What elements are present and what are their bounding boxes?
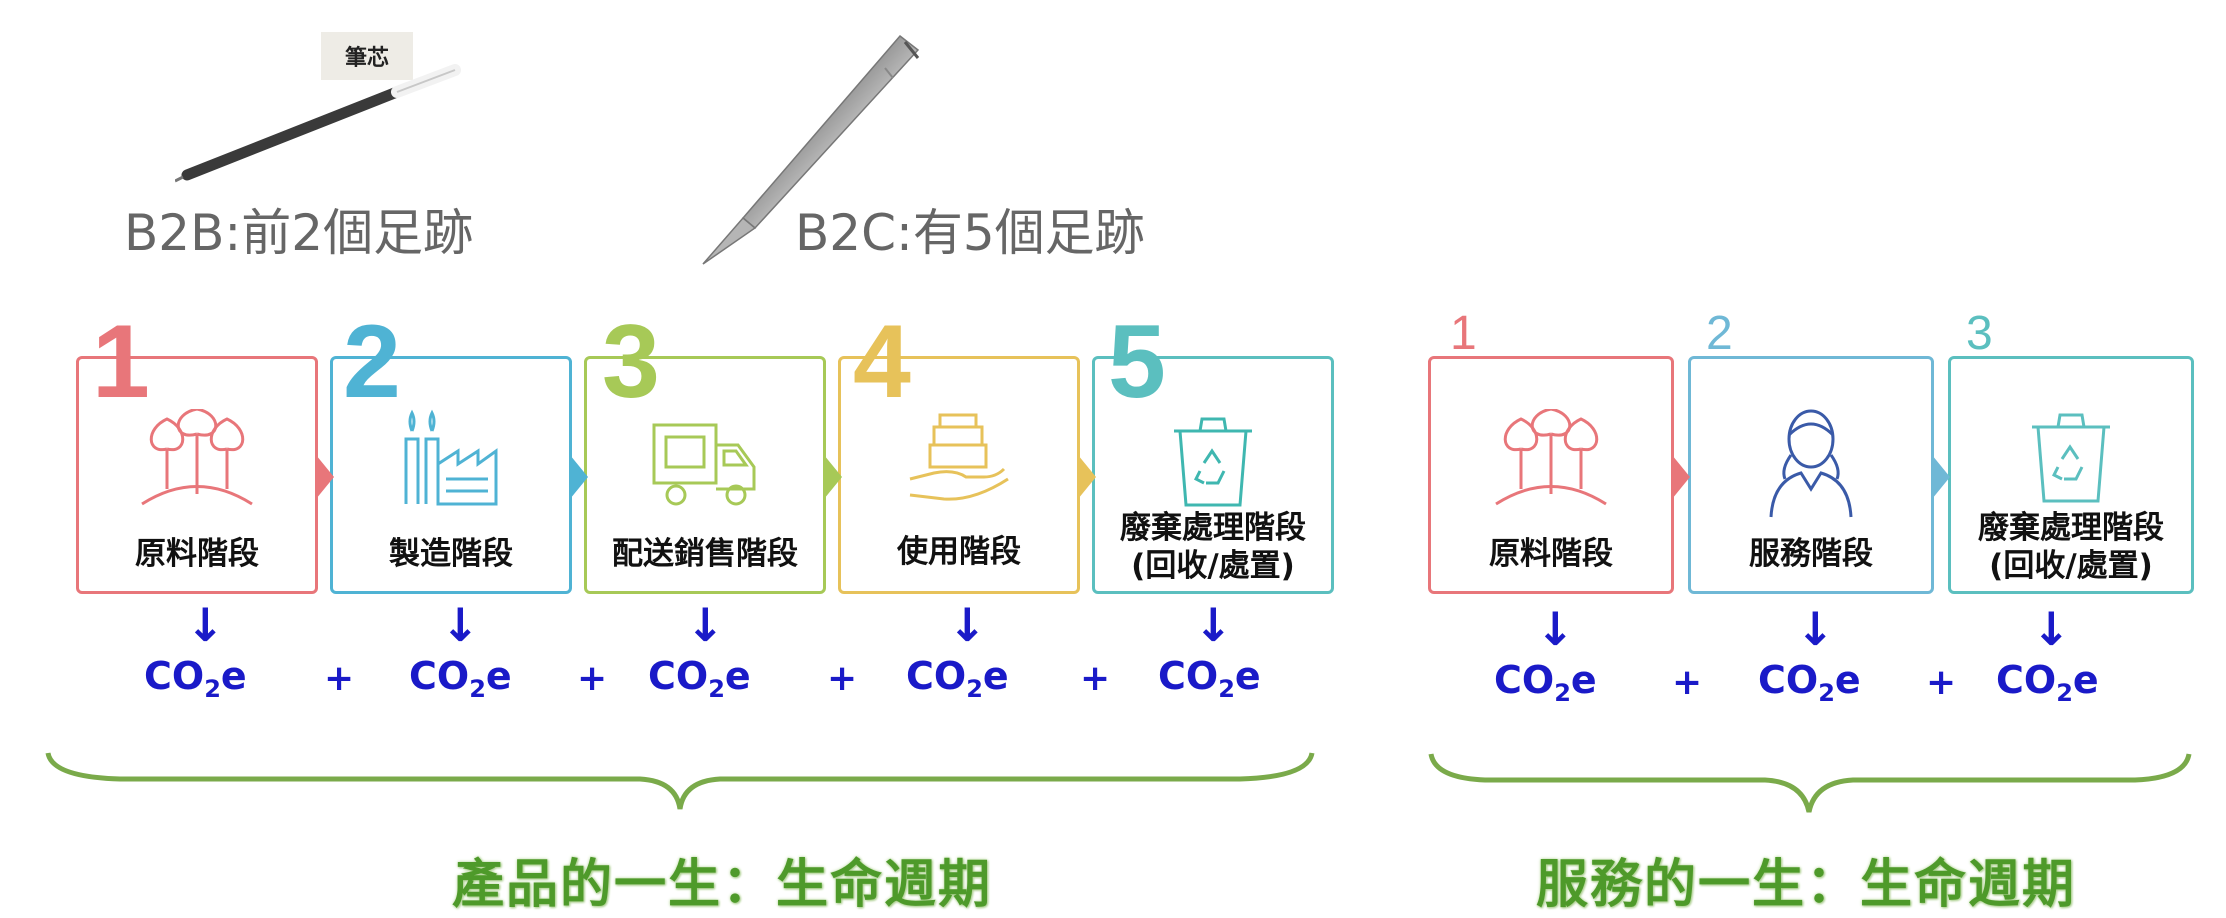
down-arrow-icon: ↓ <box>186 598 225 652</box>
service-person-icon <box>1769 409 1853 518</box>
stage-number: 3 <box>1966 307 1993 360</box>
product-lifecycle-title: 產品的一生：生命週期 <box>452 855 993 915</box>
refill-label: 筆芯 <box>321 32 413 80</box>
stage-label: 廢棄處理階段 <box>1120 510 1306 546</box>
stage-label: 製造階段 <box>389 536 513 572</box>
plus-sign: + <box>1080 658 1111 699</box>
trees-icon <box>141 409 253 506</box>
chevron-right-icon <box>1932 455 1950 499</box>
chevron-right-icon <box>824 455 842 499</box>
co2e-term: CO2e <box>1758 658 1861 707</box>
stage-label: 廢棄處理階段 <box>1978 510 2164 546</box>
stage-label: 服務階段 <box>1749 536 1873 572</box>
co2e-term: CO2e <box>1494 658 1597 707</box>
product-brace <box>45 752 1315 810</box>
stage-number: 1 <box>92 304 150 420</box>
stage-number: 5 <box>1108 304 1166 420</box>
stage-number: 2 <box>343 304 401 420</box>
stage-sublabel: (回收/處置) <box>1131 548 1295 584</box>
down-arrow-icon: ↓ <box>2032 602 2071 656</box>
stage-number: 1 <box>1450 307 1477 360</box>
co2e-term: CO2e <box>648 654 751 703</box>
co2e-term: CO2e <box>1996 658 2099 707</box>
service-stage-3: 廢棄處理階段 (回收/處置) <box>1948 356 2194 594</box>
co2e-term: CO2e <box>906 654 1009 703</box>
stage-label: 使用階段 <box>897 534 1021 570</box>
pen-refill-illustration <box>175 64 461 183</box>
plus-sign: + <box>827 658 858 699</box>
trees-icon <box>1495 409 1607 506</box>
down-arrow-icon: ↓ <box>686 598 725 652</box>
chevron-right-icon <box>1078 455 1096 499</box>
ballpoint-pen-illustration <box>702 34 920 265</box>
service-brace <box>1428 753 2192 813</box>
hand-product-icon <box>909 413 1009 501</box>
stage-label: 原料階段 <box>135 536 259 572</box>
product-stage-5: 廢棄處理階段 (回收/處置) <box>1092 356 1334 594</box>
plus-sign: + <box>577 658 608 699</box>
plus-sign: + <box>1926 662 1957 703</box>
service-stage-1: 原料階段 <box>1428 356 1674 594</box>
chevron-right-icon <box>1672 455 1690 499</box>
stage-label: 配送銷售階段 <box>612 536 798 572</box>
truck-icon <box>652 423 756 506</box>
chevron-right-icon <box>570 455 588 499</box>
plus-sign: + <box>324 658 355 699</box>
stage-number: 3 <box>602 304 660 420</box>
stage-number: 2 <box>1706 307 1733 360</box>
plus-sign: + <box>1672 662 1703 703</box>
co2e-term: CO2e <box>144 654 247 703</box>
chevron-right-icon <box>316 455 334 499</box>
down-arrow-icon: ↓ <box>948 598 987 652</box>
b2b-caption: B2B:前2個足跡 <box>124 204 474 262</box>
co2e-term: CO2e <box>409 654 512 703</box>
recycle-bin-icon <box>1174 417 1252 507</box>
b2c-caption: B2C:有5個足跡 <box>795 204 1145 262</box>
stage-label: 原料階段 <box>1489 536 1613 572</box>
recycle-bin-icon <box>2032 413 2110 503</box>
service-stage-2: 服務階段 <box>1688 356 1934 594</box>
down-arrow-icon: ↓ <box>441 598 480 652</box>
down-arrow-icon: ↓ <box>1536 602 1575 656</box>
down-arrow-icon: ↓ <box>1796 602 1835 656</box>
co2e-term: CO2e <box>1158 654 1261 703</box>
service-lifecycle-title: 服務的一生：生命週期 <box>1536 855 2077 915</box>
stage-number: 4 <box>853 304 911 420</box>
stage-sublabel: (回收/處置) <box>1989 548 2153 584</box>
factory-icon <box>404 409 498 506</box>
down-arrow-icon: ↓ <box>1194 598 1233 652</box>
